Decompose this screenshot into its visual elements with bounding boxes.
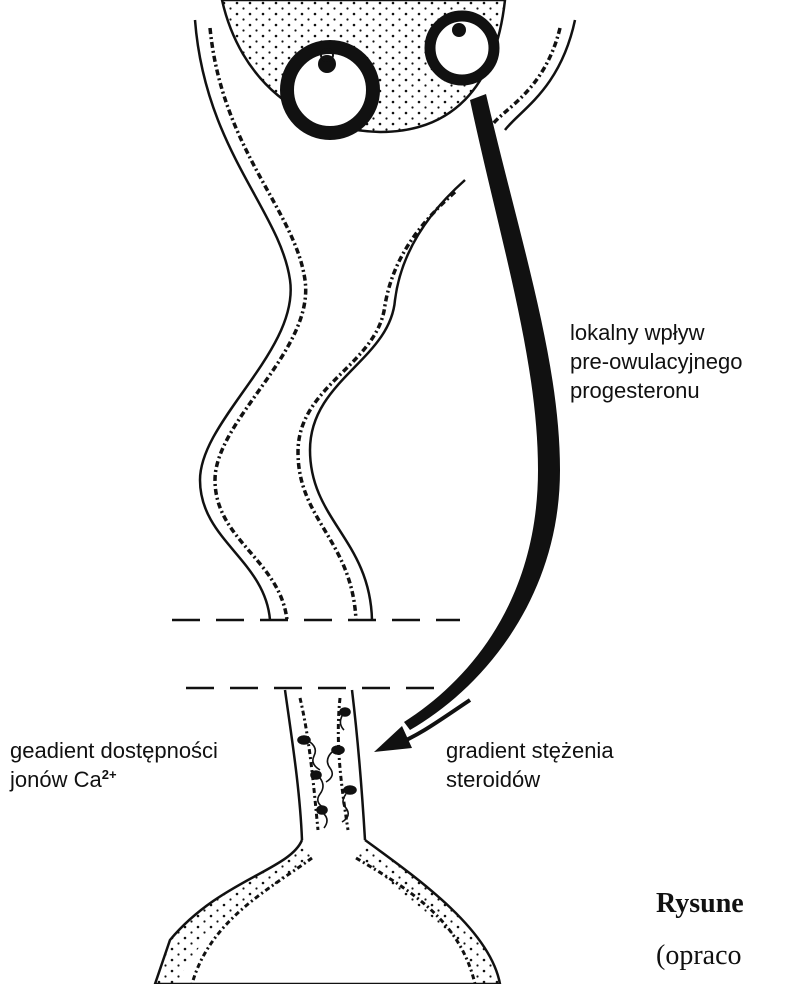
label-progesterone: lokalny wpływ pre-owulacyjnego progester… [570,318,742,405]
label-progesterone-line3: progesteronu [570,376,742,405]
label-steroid-gradient: gradient stężenia steroidów [446,736,614,794]
label-calcium-gradient: geadient dostępności jonów Ca2+ [10,736,218,794]
label-progesterone-line1: lokalny wpływ [570,318,742,347]
follicle-right [430,16,494,80]
oviduct-upper-lumen [298,180,465,620]
cut-lines [172,620,460,688]
lower-ampulla [155,840,500,984]
follicle-left [287,47,373,133]
caption-source: (opraco [656,940,742,972]
arrow-head [374,726,412,752]
caption-title: Rysune [656,888,744,920]
isthmus [285,690,365,840]
progesterone-arrow [374,94,560,752]
label-calcium-line2: jonów Ca [10,767,102,792]
label-calcium-line1: geadient dostępności [10,736,218,765]
label-steroid-line2: steroidów [446,765,614,794]
label-progesterone-line2: pre-owulacyjnego [570,347,742,376]
label-steroid-line1: gradient stężenia [446,736,614,765]
calcium-superscript: 2+ [102,767,117,782]
label-calcium-line2-wrap: jonów Ca2+ [10,765,218,794]
